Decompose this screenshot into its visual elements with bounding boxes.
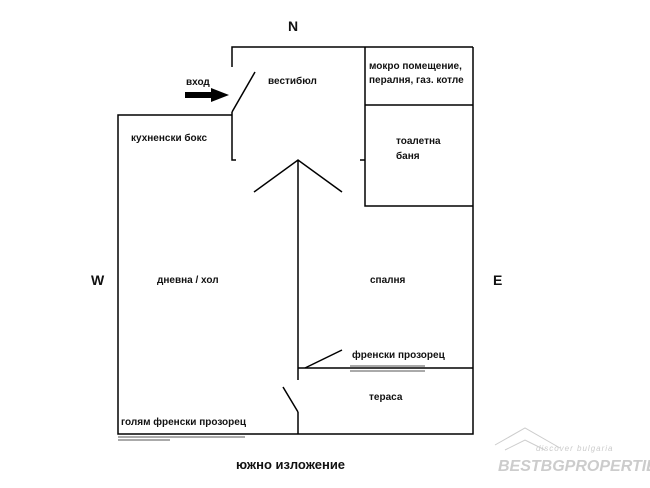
watermark-tagline: discover bulgaria [536,444,614,453]
vestibule-top-wall [231,46,473,67]
entrance-label: вход [186,77,210,88]
entrance-arrow-icon [185,88,229,102]
east-label: E [493,272,503,288]
vestibule-label: вестибюл [268,76,317,87]
large-french-window-label: голям френски прозорец [121,417,246,428]
bedroom-label: спалня [370,275,406,286]
watermark-brand: BESTBGPROPERTIES [498,458,650,475]
living-room-label: дневна / хол [157,275,219,286]
wet-room-wall [360,47,473,207]
outer-wall [117,47,474,435]
terrace-label: тераса [369,392,403,403]
kitchen-label: кухненски бокс [131,133,208,144]
bedroom-door [304,349,343,369]
french-window-label: френски прозорец [352,350,445,361]
entrance-door [231,71,256,113]
toilet-label-1: тоалетна [396,136,441,147]
wet-room-label-2: пералня, газ. котле [369,75,464,86]
wet-room-label-1: мокро помещение, [369,61,462,72]
bedroom-arrow [253,159,343,370]
north-label: N [288,18,299,34]
orientation-label: южно изложение [236,457,346,472]
terrace-door [282,386,299,413]
west-label: W [91,272,105,288]
vestibule-left-wall [231,112,236,161]
toilet-label-2: баня [396,151,420,162]
watermark-house-icon [494,427,561,451]
large-french-window-mark [118,436,245,441]
french-window-mark [350,365,425,372]
